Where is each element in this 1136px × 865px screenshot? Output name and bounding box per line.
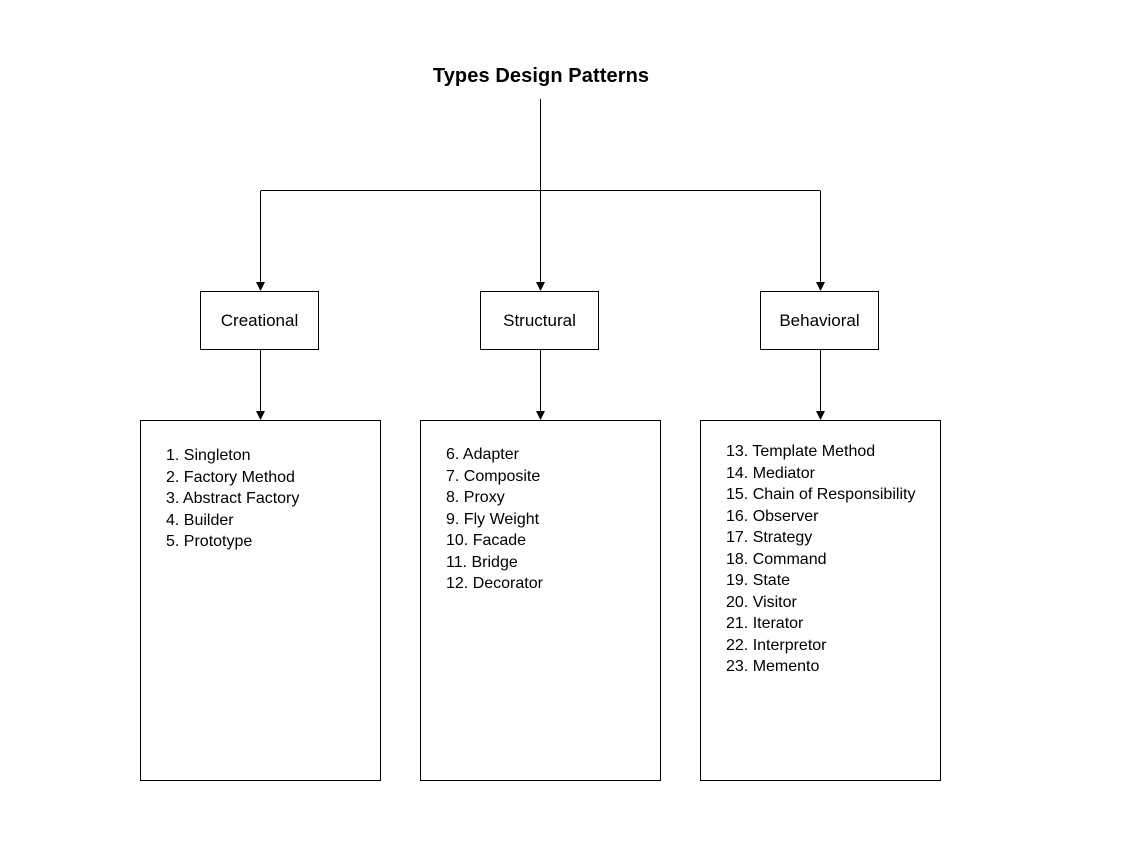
pattern-list-item: 7. Composite xyxy=(446,466,656,488)
pattern-number: 1. xyxy=(166,447,184,464)
pattern-name: Command xyxy=(752,550,827,568)
arrowhead-creational-panel xyxy=(256,411,265,420)
pattern-list-item: 1. Singleton xyxy=(166,445,376,467)
pattern-number: 8. xyxy=(446,489,464,506)
arrowhead-structural xyxy=(536,282,545,291)
pattern-name: Interpretor xyxy=(752,636,827,654)
pattern-name: Strategy xyxy=(752,529,813,546)
pattern-name: Abstract Factory xyxy=(182,490,300,507)
pattern-list-item: 12. Decorator xyxy=(446,573,656,595)
pattern-list-item: 19. State xyxy=(726,570,936,592)
category-box-behavioral[interactable]: Behavioral xyxy=(760,291,879,350)
pattern-list-item: 3. Abstract Factory xyxy=(166,488,376,510)
pattern-name: Decorator xyxy=(472,575,543,592)
pattern-name: State xyxy=(752,572,791,589)
pattern-name: Visitor xyxy=(752,593,797,611)
pattern-number: 14. xyxy=(726,464,753,482)
pattern-number: 23. xyxy=(726,658,753,675)
pattern-list-item: 11. Bridge xyxy=(446,552,656,574)
pattern-number: 5. xyxy=(166,533,184,550)
pattern-number: 17. xyxy=(726,529,753,546)
category-label-creational: Creational xyxy=(220,310,299,330)
pattern-name: Facade xyxy=(472,532,527,549)
pattern-list-item: 20. Visitor xyxy=(726,592,936,614)
arrowhead-behavioral-panel xyxy=(816,411,825,420)
pattern-name: Iterator xyxy=(752,615,804,632)
pattern-number: 13. xyxy=(726,443,753,460)
pattern-list-item: 4. Builder xyxy=(166,510,376,532)
pattern-list-item: 21. Iterator xyxy=(726,613,936,635)
category-box-structural[interactable]: Structural xyxy=(480,291,599,350)
pattern-list-item: 2. Factory Method xyxy=(166,467,376,489)
pattern-number: 4. xyxy=(166,511,184,529)
pattern-name: Singleton xyxy=(183,447,251,464)
pattern-name: Bridge xyxy=(471,553,518,571)
arrowhead-behavioral xyxy=(816,282,825,291)
pattern-number: 10. xyxy=(446,532,473,549)
pattern-name: Template Method xyxy=(752,443,876,460)
pattern-list-item: 23. Memento xyxy=(726,656,936,678)
pattern-list-item: 10. Facade xyxy=(446,530,656,552)
pattern-name: Proxy xyxy=(463,489,505,506)
pattern-name: Composite xyxy=(463,467,541,485)
pattern-number: 9. xyxy=(446,510,464,528)
pattern-number: 16. xyxy=(726,507,753,525)
pattern-name: Factory Method xyxy=(183,468,295,486)
pattern-number: 19. xyxy=(726,572,753,589)
pattern-list-item: 5. Prototype xyxy=(166,531,376,553)
pattern-number: 11. xyxy=(446,553,472,571)
pattern-name: Prototype xyxy=(183,533,253,550)
pattern-number: 12. xyxy=(446,575,473,592)
pattern-list-item: 16. Observer xyxy=(726,506,936,528)
pattern-list-item: 17. Strategy xyxy=(726,527,936,549)
diagram-title: Types Design Patterns xyxy=(432,65,650,87)
pattern-name: Builder xyxy=(183,511,234,529)
pattern-list-item: 14. Mediator xyxy=(726,463,936,485)
pattern-list-item: 15. Chain of Responsibility xyxy=(726,484,936,506)
category-label-behavioral: Behavioral xyxy=(779,310,860,330)
category-label-structural: Structural xyxy=(503,310,576,330)
pattern-name: Fly Weight xyxy=(463,510,540,528)
pattern-number: 7. xyxy=(446,467,464,485)
pattern-name: Observer xyxy=(752,507,819,525)
pattern-name: Memento xyxy=(752,658,820,675)
pattern-name: Chain of Responsibility xyxy=(752,486,916,503)
arrowhead-structural-panel xyxy=(536,411,545,420)
arrowhead-creational xyxy=(256,282,265,291)
pattern-number: 18. xyxy=(726,550,753,568)
pattern-list-item: 22. Interpretor xyxy=(726,635,936,657)
pattern-number: 2. xyxy=(166,468,184,486)
pattern-number: 21. xyxy=(726,615,753,632)
pattern-name: Adapter xyxy=(462,446,519,463)
pattern-number: 15. xyxy=(726,486,753,503)
pattern-number: 6. xyxy=(446,446,463,463)
pattern-list-item: 13. Template Method xyxy=(726,441,936,463)
pattern-number: 3. xyxy=(166,490,183,507)
pattern-list-item: 8. Proxy xyxy=(446,487,656,509)
pattern-number: 22. xyxy=(726,636,753,654)
category-box-creational[interactable]: Creational xyxy=(200,291,319,350)
pattern-number: 20. xyxy=(726,593,753,611)
pattern-list-item: 18. Command xyxy=(726,549,936,571)
pattern-name: Mediator xyxy=(752,464,815,482)
pattern-list-item: 9. Fly Weight xyxy=(446,509,656,531)
pattern-list-item: 6. Adapter xyxy=(446,444,656,466)
